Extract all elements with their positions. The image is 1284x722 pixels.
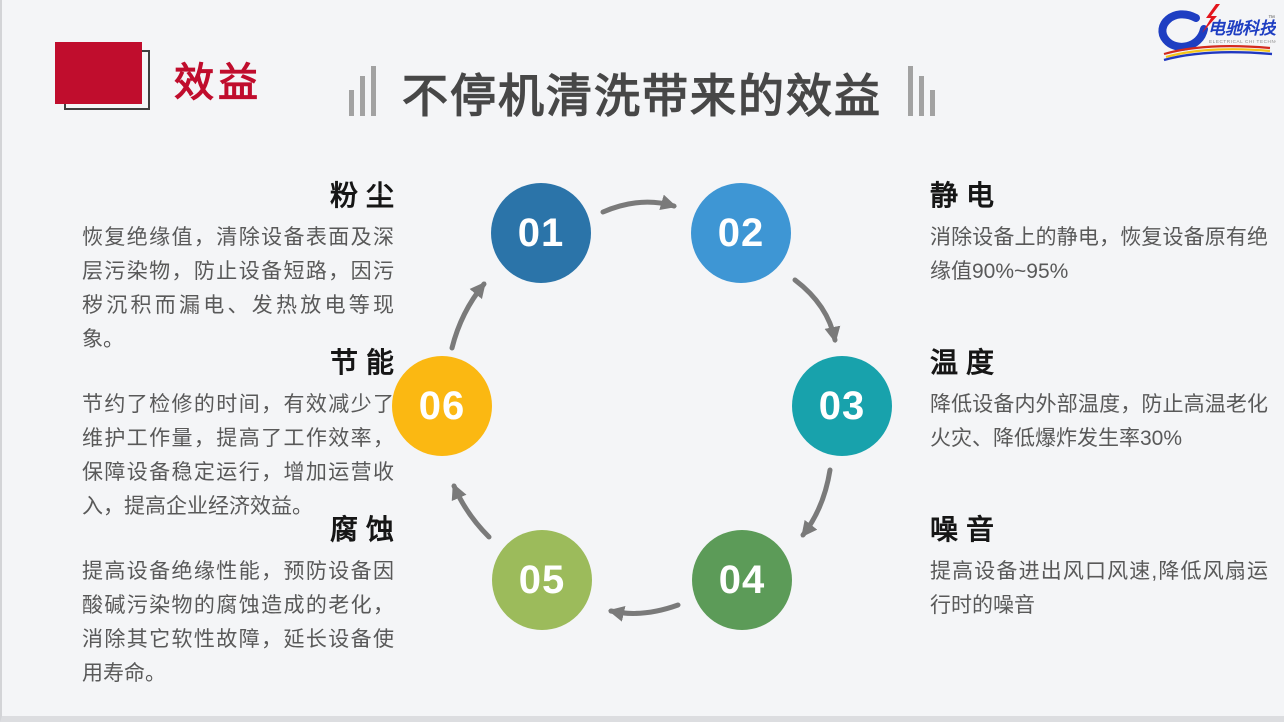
step-circle-04: 04 bbox=[692, 530, 792, 630]
section-label: 效益 bbox=[174, 61, 262, 105]
step-number: 04 bbox=[718, 557, 766, 602]
logo-brand-text: 电驰科技 bbox=[1208, 19, 1276, 38]
arrow-step2-to-step3 bbox=[792, 277, 841, 343]
arrow-step5-to-step6 bbox=[451, 483, 492, 540]
equalizer-bars-right-icon bbox=[908, 66, 935, 122]
company-logo: 电驰科技 ™ ELECTRICAL CHI TECHNOLOGY bbox=[1158, 4, 1276, 62]
step-circle-05: 05 bbox=[492, 530, 592, 630]
benefit-block-corrosion: 腐蚀 提高设备绝缘性能，预防设备因酸碱污染物的腐蚀造成的老化，消除其它软性故障，… bbox=[82, 514, 394, 691]
benefit-body: 消除设备上的静电，恢复设备原有绝缘值90%~95% bbox=[930, 226, 1268, 284]
logo-caption: ELECTRICAL CHI TECHNOLOGY bbox=[1209, 39, 1276, 44]
benefit-block-static: 静电 消除设备上的静电，恢复设备原有绝缘值90%~95% bbox=[930, 180, 1268, 289]
benefit-block-energy: 节能 节约了检修的时间，有效减少了维护工作量，提高了工作效率，保障设备稳定运行，… bbox=[82, 347, 394, 524]
benefit-block-noise: 噪音 提高设备进出风口风速,降低风扇运行时的噪音 bbox=[930, 514, 1268, 623]
step-number: 01 bbox=[517, 210, 565, 255]
section-marker-square bbox=[55, 42, 142, 104]
arrow-step4-to-step5 bbox=[608, 602, 681, 622]
logo-underline-yellow bbox=[1165, 48, 1271, 59]
step-number: 05 bbox=[518, 557, 566, 602]
benefit-heading: 静电 bbox=[930, 180, 1003, 211]
title-area: 不停机清洗带来的效益 bbox=[302, 66, 982, 122]
benefit-block-temperature: 温度 降低设备内外部温度，防止高温老化火灾、降低爆炸发生率30% bbox=[930, 347, 1268, 456]
benefit-body: 提高设备进出风口风速,降低风扇运行时的噪音 bbox=[930, 560, 1268, 618]
step-number: 02 bbox=[717, 210, 765, 255]
benefit-heading: 腐蚀 bbox=[329, 514, 402, 545]
benefit-body: 降低设备内外部温度，防止高温老化火灾、降低爆炸发生率30% bbox=[930, 393, 1268, 451]
benefit-heading: 节能 bbox=[329, 347, 402, 378]
step-circle-02: 02 bbox=[691, 183, 791, 283]
benefit-body: 提高设备绝缘性能，预防设备因酸碱污染物的腐蚀造成的老化，消除其它软性故障，延长设… bbox=[82, 560, 394, 686]
page-title: 不停机清洗带来的效益 bbox=[402, 70, 882, 123]
arrow-step6-to-step1 bbox=[449, 281, 487, 351]
benefit-body: 恢复绝缘值，清除设备表面及深层污染物，防止设备短路，因污秽沉积而漏电、发热放电等… bbox=[82, 226, 394, 352]
equalizer-bars-left-icon bbox=[349, 66, 376, 122]
arrow-step1-to-step2 bbox=[600, 194, 677, 215]
benefit-heading: 温度 bbox=[930, 347, 1003, 378]
step-number: 03 bbox=[818, 383, 866, 428]
step-circle-06: 06 bbox=[392, 356, 492, 456]
step-number: 06 bbox=[418, 383, 466, 428]
benefit-heading: 粉尘 bbox=[329, 180, 402, 211]
logo-lightning-icon bbox=[1202, 4, 1220, 33]
step-circle-03: 03 bbox=[792, 356, 892, 456]
arrow-step3-to-step4 bbox=[800, 467, 833, 538]
benefit-block-dust: 粉尘 恢复绝缘值，清除设备表面及深层污染物，防止设备短路，因污秽沉积而漏电、发热… bbox=[82, 180, 394, 357]
step-circle-01: 01 bbox=[491, 183, 591, 283]
logo-underline-red bbox=[1163, 45, 1271, 56]
benefit-body: 节约了检修的时间，有效减少了维护工作量，提高了工作效率，保障设备稳定运行，增加运… bbox=[82, 393, 394, 519]
benefit-heading: 噪音 bbox=[930, 514, 1003, 545]
logo-underline-blue bbox=[1163, 51, 1273, 62]
logo-trademark: ™ bbox=[1268, 15, 1275, 22]
logo-swoosh-icon bbox=[1158, 10, 1208, 51]
